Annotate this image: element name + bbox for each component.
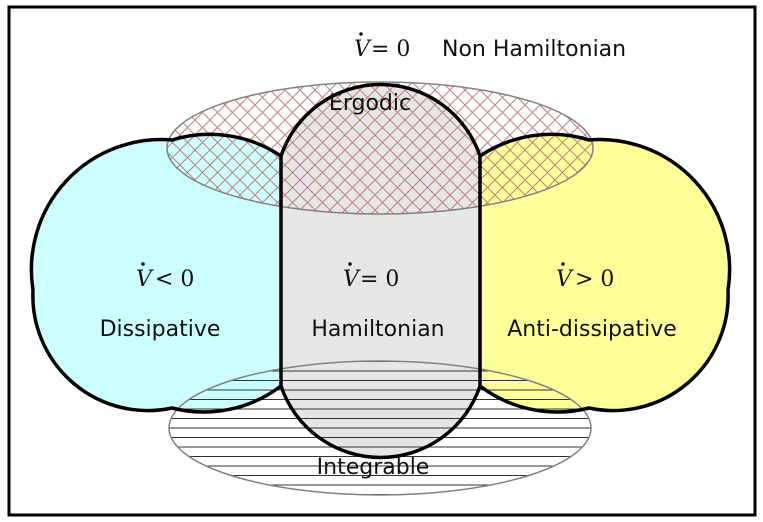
hamiltonian-dot — [348, 262, 352, 266]
top-dot — [359, 32, 363, 36]
dissipative-label: Dissipative — [100, 317, 221, 342]
hamiltonian-label: Hamiltonian — [311, 317, 444, 342]
anti-dissipative-region — [480, 134, 730, 412]
anti-dissipative-math-rel: > 0 — [575, 267, 614, 292]
dissipative-math-v: V — [136, 267, 154, 292]
hamiltonian-math-v: V — [343, 267, 361, 292]
top-math-v: V — [354, 37, 372, 62]
dissipative-math-rel: < 0 — [155, 267, 194, 292]
integrable-label: Integrable — [317, 455, 430, 480]
hamiltonian-condition: V = 0 — [343, 262, 399, 292]
dissipative-region — [31, 134, 282, 412]
anti-dissipative-dot — [561, 262, 565, 266]
anti-dissipative-math-v: V — [556, 267, 574, 292]
dissipative-dot — [141, 262, 145, 266]
hamiltonian-math-rel: = 0 — [360, 267, 399, 292]
ergodic-ellipse — [166, 81, 594, 215]
ergodic-label: Ergodic — [329, 91, 411, 116]
top-condition: V = 0 Non Hamiltonian — [354, 32, 626, 62]
anti-dissipative-label: Anti-dissipative — [507, 317, 677, 342]
dissipative-condition: V < 0 — [136, 262, 194, 292]
top-math-rel: = 0 — [371, 37, 410, 62]
integrable-ellipse — [168, 360, 592, 496]
top-label: Non Hamiltonian — [442, 37, 626, 62]
anti-dissipative-condition: V > 0 — [556, 262, 614, 292]
